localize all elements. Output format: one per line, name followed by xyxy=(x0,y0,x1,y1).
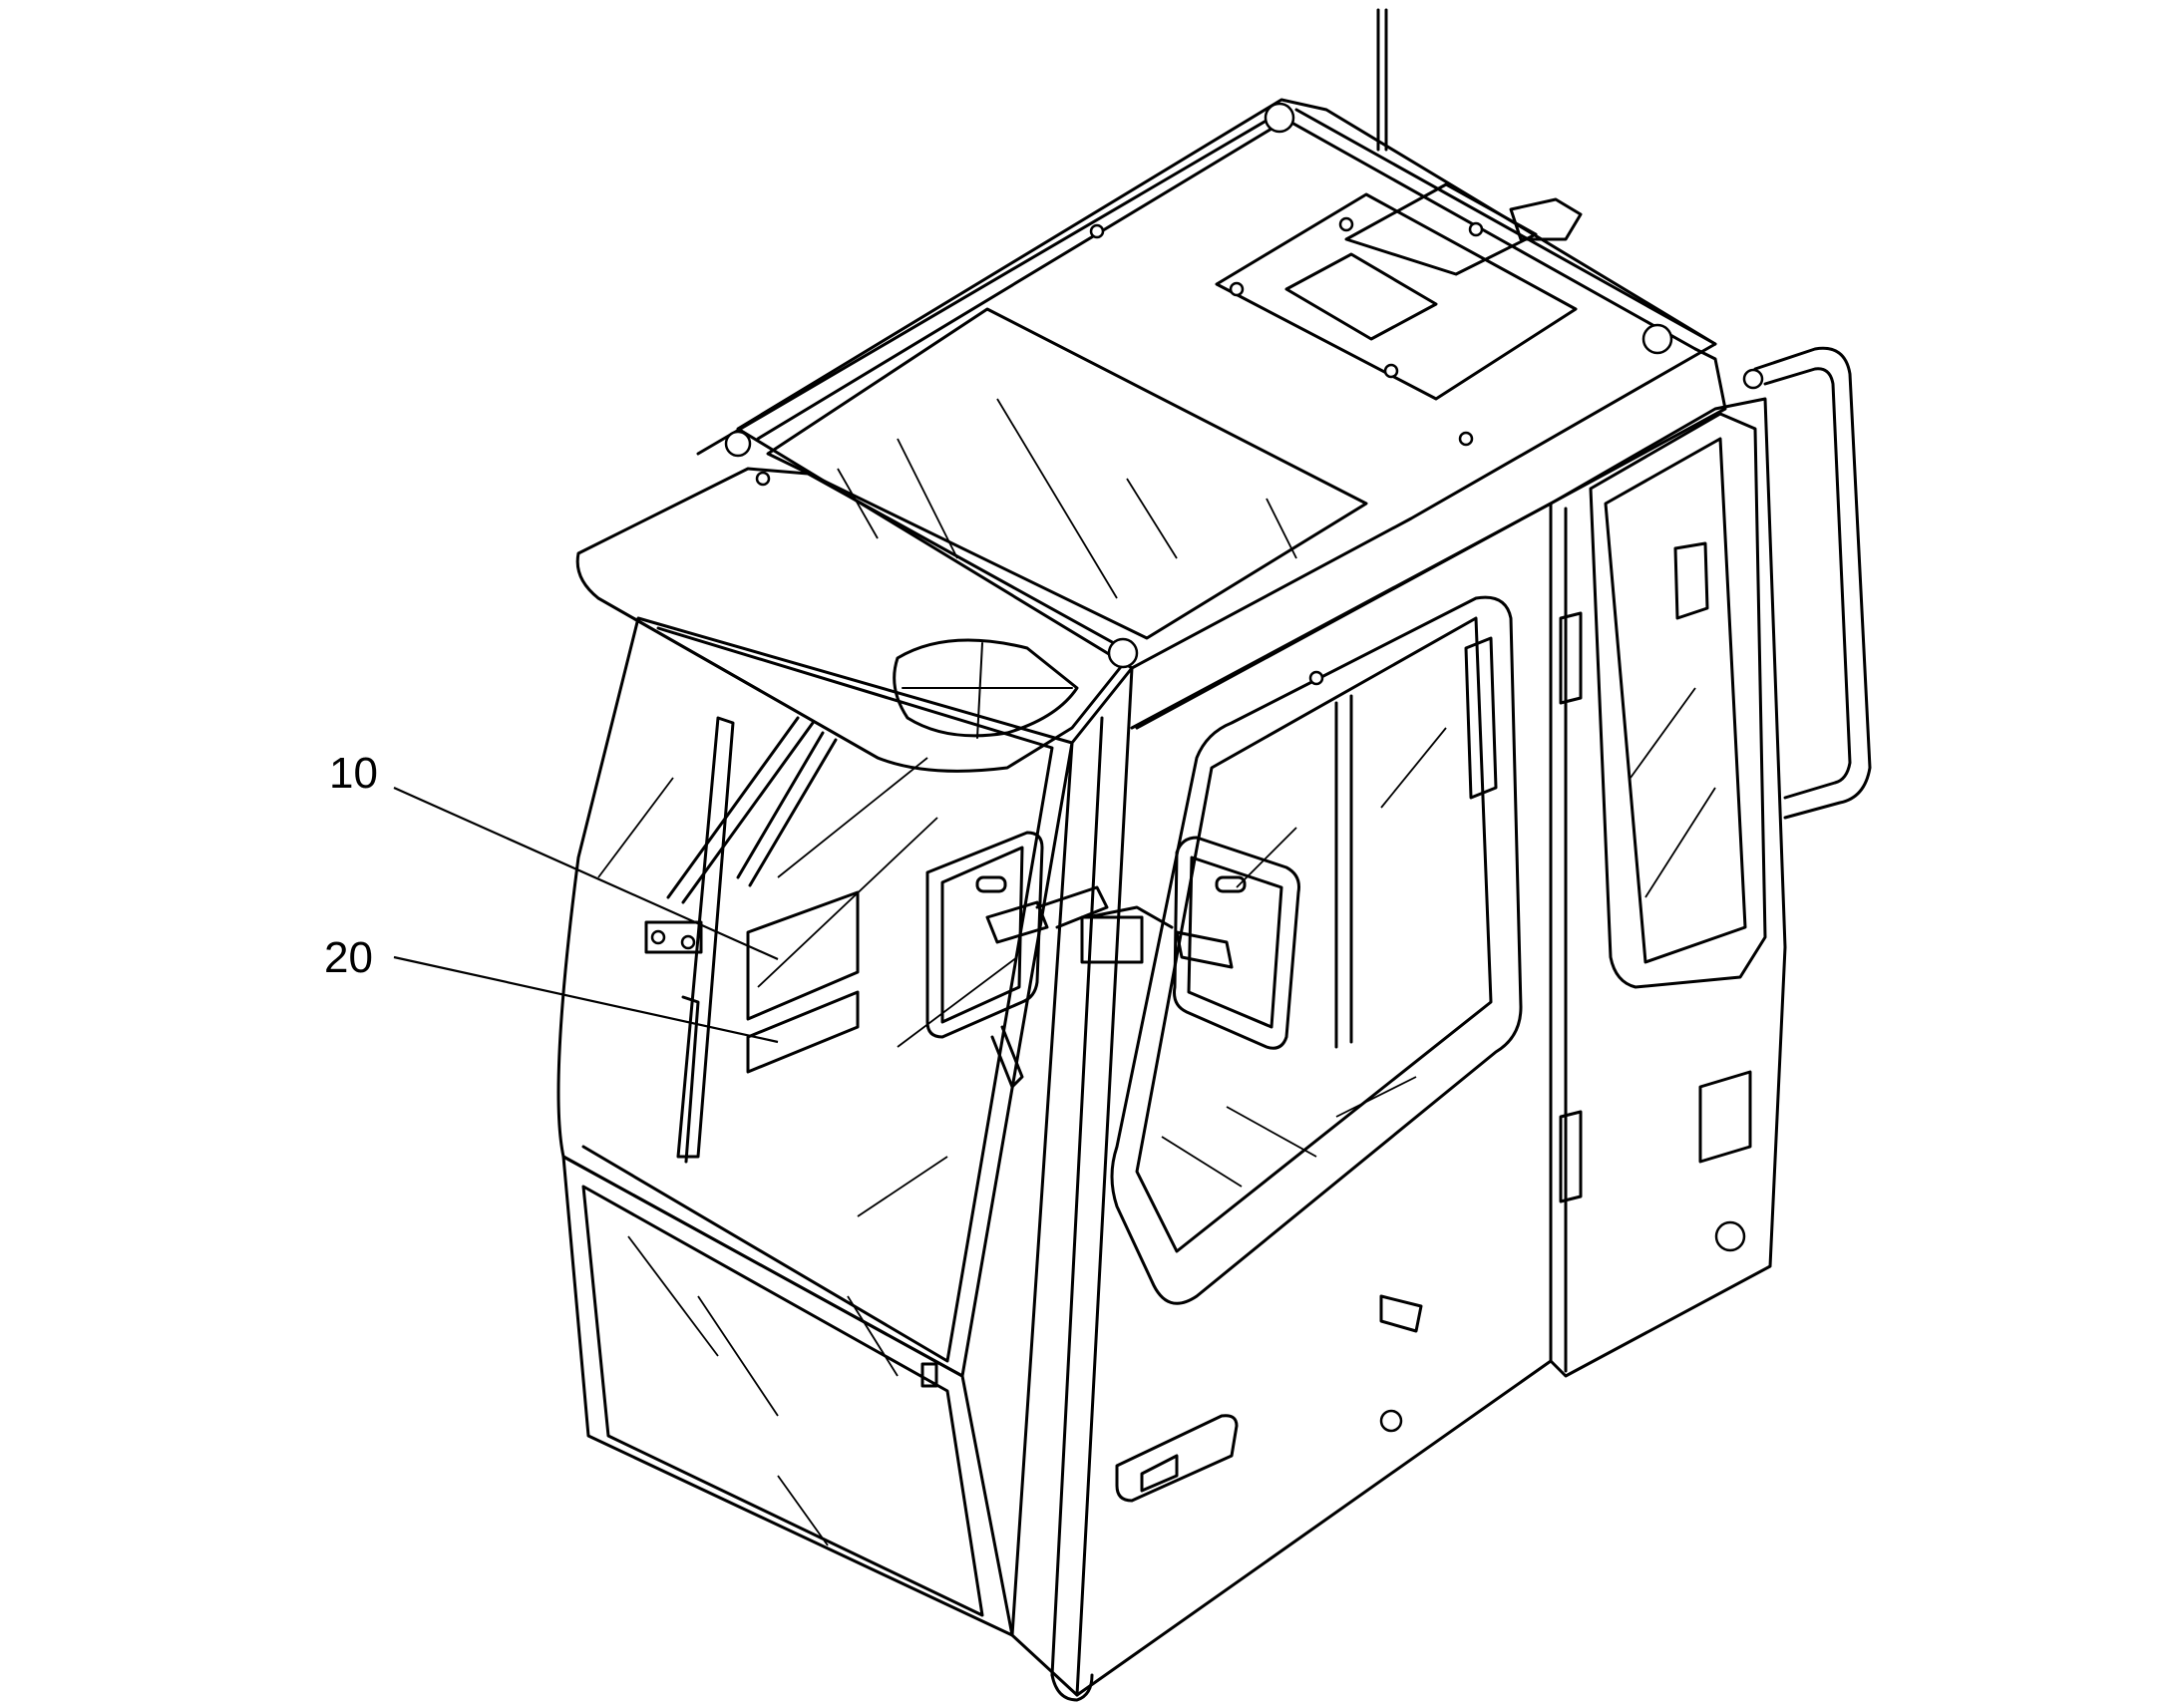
decals xyxy=(746,890,860,1074)
leader-line-20 xyxy=(393,955,779,1044)
wiper-assembly xyxy=(644,716,838,1164)
grab-handle xyxy=(1742,346,1872,820)
leader-line-10 xyxy=(393,786,779,961)
callout-label-20: 20 xyxy=(324,933,373,982)
front-pillar xyxy=(1010,666,1134,1702)
rear-side-panel xyxy=(1549,397,1787,1378)
callout-10: 10 xyxy=(329,749,779,961)
cab-roof xyxy=(575,8,1727,773)
decal-10 xyxy=(746,890,860,1021)
callout-20: 20 xyxy=(324,933,779,1044)
callout-label-10: 10 xyxy=(329,749,378,798)
lower-front-window xyxy=(561,1155,1014,1637)
cab-door xyxy=(1075,502,1553,1697)
decal-20 xyxy=(746,990,860,1074)
right-mirror xyxy=(1080,836,1300,1050)
